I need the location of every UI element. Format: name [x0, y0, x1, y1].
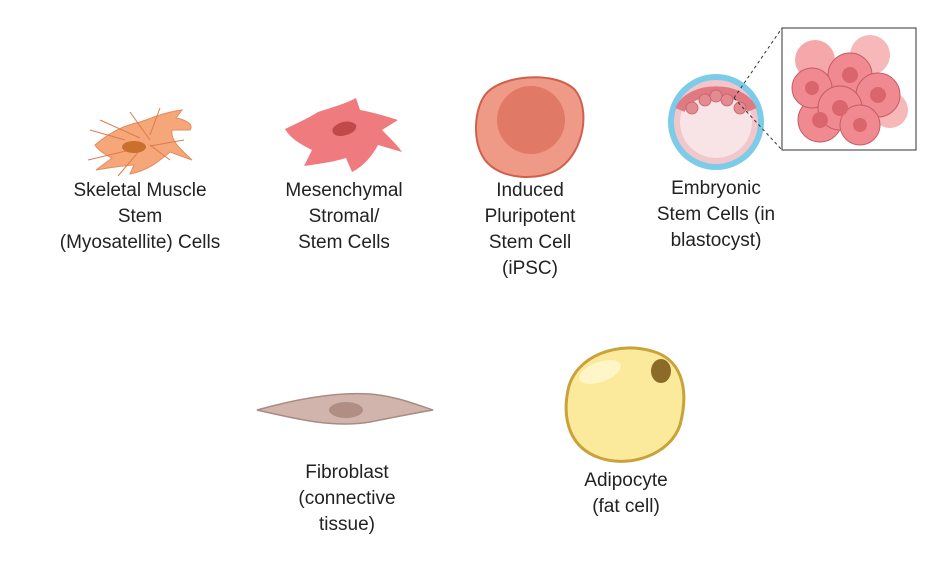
label-skeletal-muscle-stem-cells: Skeletal Muscle Stem (Myosatellite) Cell…	[30, 178, 250, 256]
adipocyte-illustration	[564, 346, 686, 463]
label-line: Induced	[496, 180, 564, 201]
label-line: (fat cell)	[592, 496, 660, 517]
label-adipocyte: Adipocyte (fat cell)	[556, 468, 696, 520]
label-line: tissue)	[319, 514, 375, 535]
label-line: Mesenchymal	[285, 180, 403, 201]
label-line: Skeletal Muscle	[73, 180, 207, 201]
label-fibroblast: Fibroblast (connective tissue)	[272, 460, 422, 538]
label-line: Pluripotent	[484, 206, 576, 227]
label-line: blastocyst)	[670, 230, 762, 251]
label-line: Stem Cells (in	[656, 204, 776, 225]
label-line: Stem	[117, 206, 163, 227]
fibroblast-illustration	[256, 392, 434, 425]
label-line: Stem Cell	[488, 232, 572, 253]
label-ipsc: Induced Pluripotent Stem Cell (iPSC)	[450, 178, 610, 282]
skeletal-muscle-cell-illustration	[87, 107, 193, 177]
label-line: (Myosatellite) Cells	[59, 232, 221, 253]
label-line: Embryonic	[671, 178, 761, 199]
label-mesenchymal-stem-cells: Mesenchymal Stromal/ Stem Cells	[254, 178, 434, 256]
label-line: Stem Cells	[298, 232, 390, 253]
label-line: (connective	[298, 488, 396, 509]
label-line: (iPSC)	[502, 258, 558, 279]
blastocyst-illustration	[668, 27, 917, 170]
ipsc-illustration	[475, 76, 585, 178]
label-line: Adipocyte	[584, 470, 668, 491]
label-line: Stromal/	[308, 206, 380, 227]
mesenchymal-cell-illustration	[285, 98, 402, 172]
label-line: Fibroblast	[305, 462, 389, 483]
label-embryonic-stem-cells: Embryonic Stem Cells (in blastocyst)	[626, 176, 806, 254]
